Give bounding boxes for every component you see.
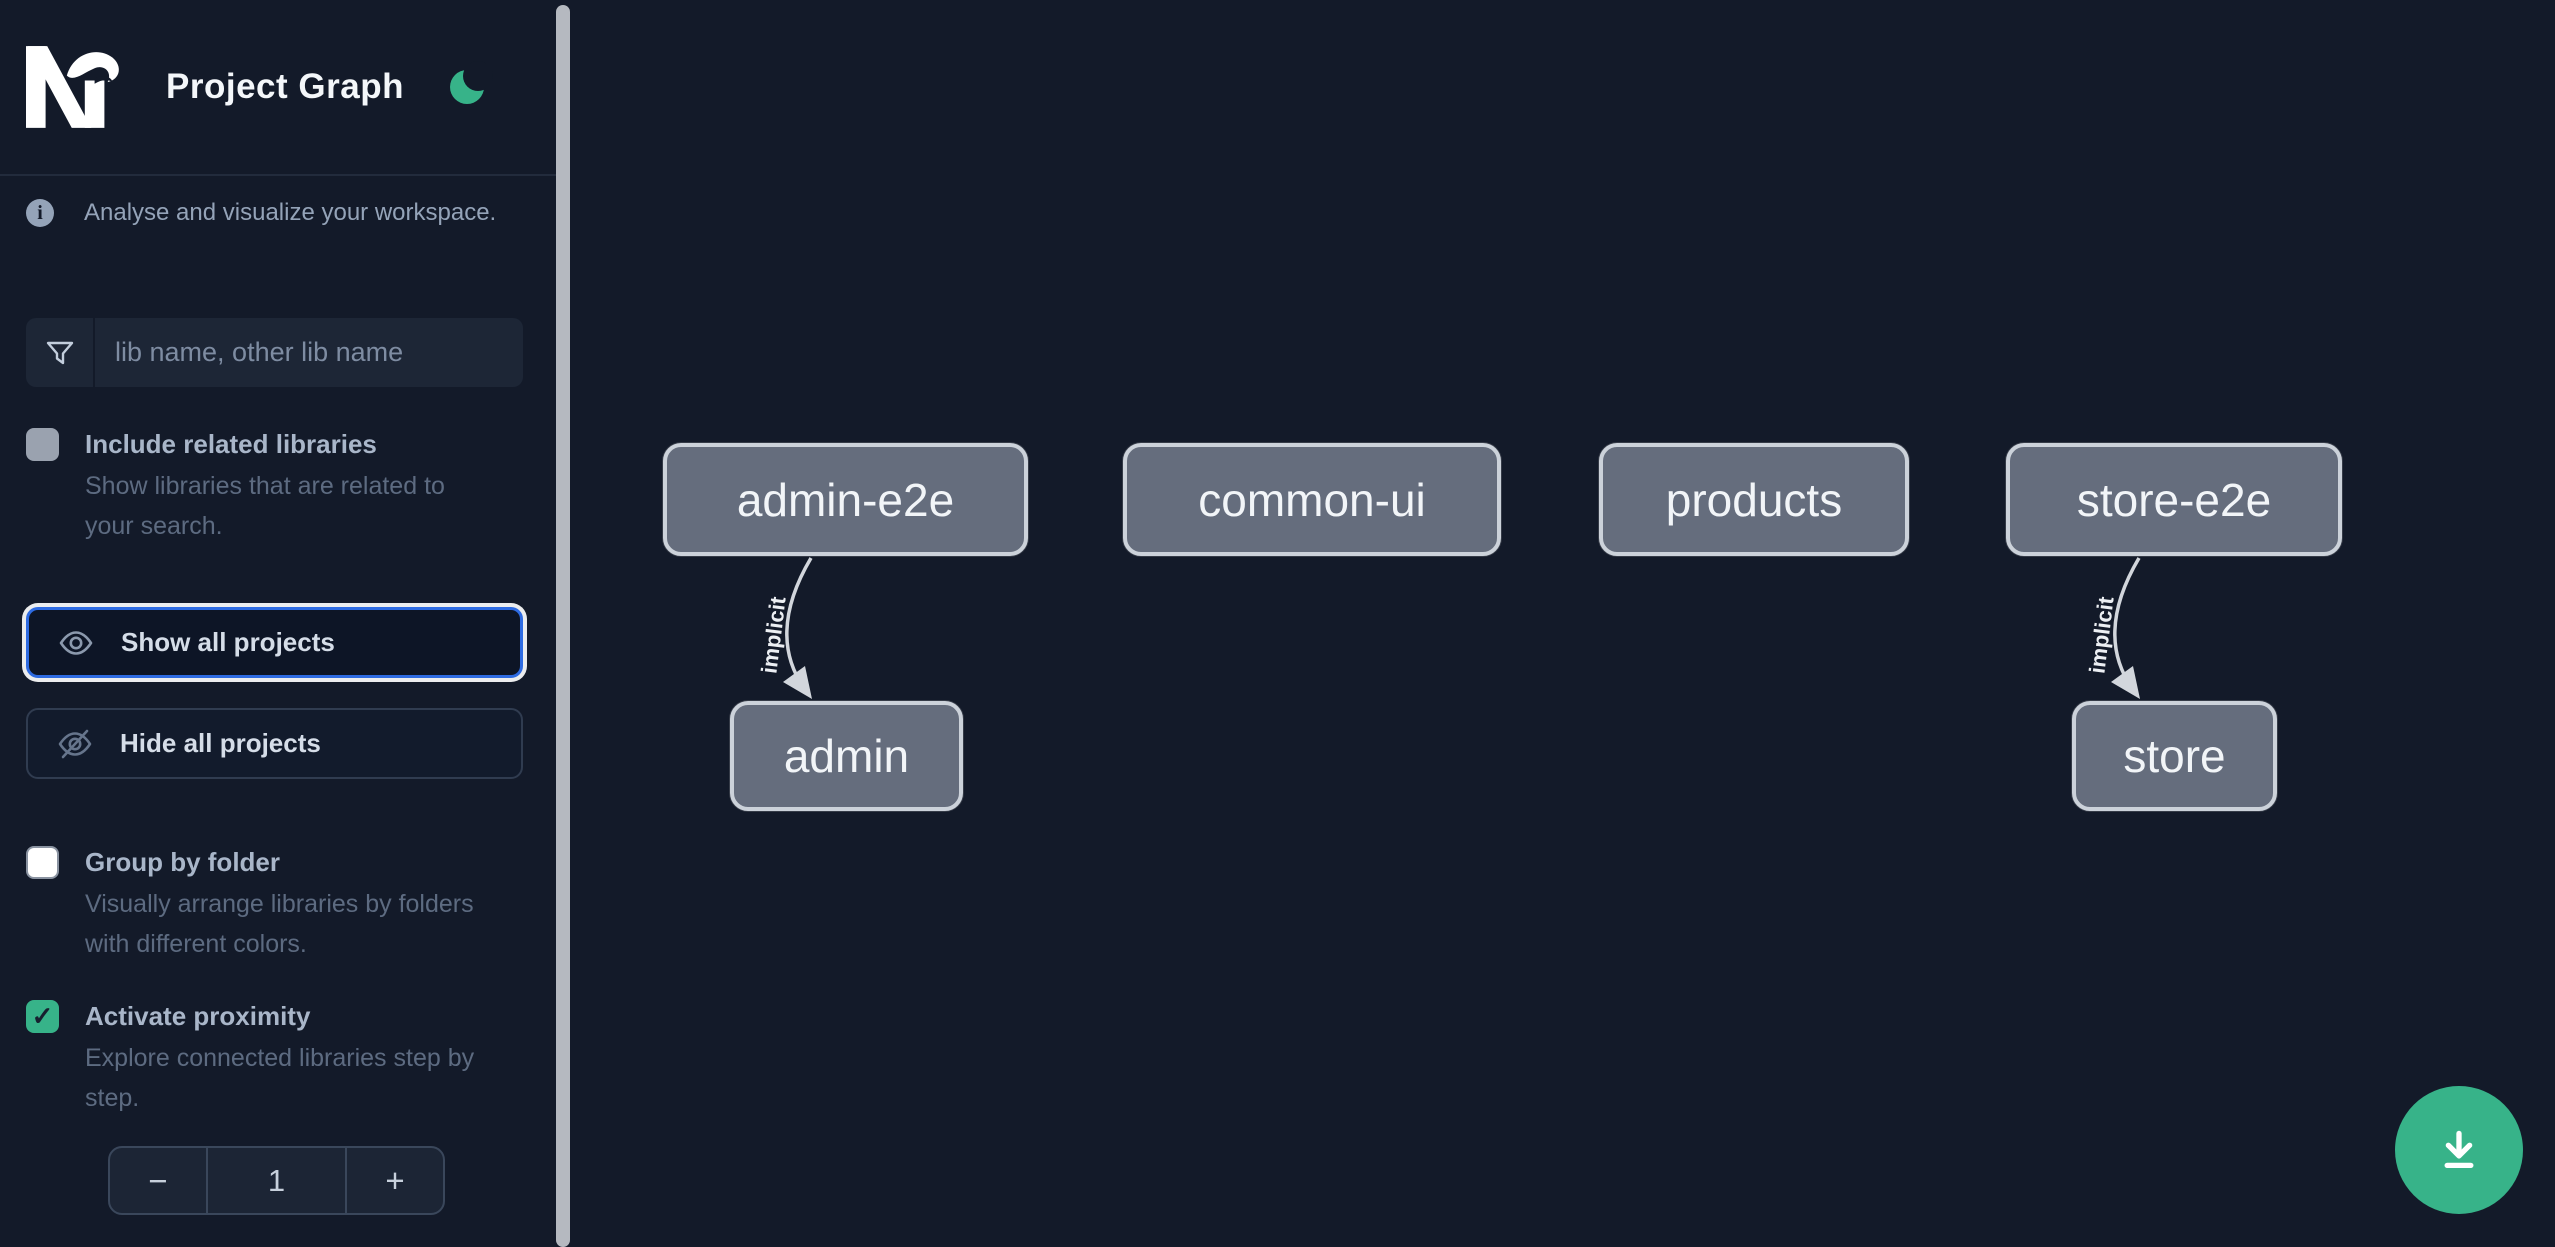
node-store[interactable]: store [2072, 701, 2277, 811]
activate-proximity-option: ✓ Activate proximity Explore connected l… [26, 998, 531, 1118]
group-by-folder-description: Visually arrange libraries by folders wi… [85, 890, 474, 958]
show-all-projects-label: Show all projects [121, 627, 335, 657]
library-filter-input[interactable] [95, 318, 523, 387]
graph-edges: implicit implicit [756, 557, 2141, 699]
edge-store-e2e-store: implicit [2084, 557, 2141, 699]
sidebar: Project Graph i Analyse and visualize yo… [0, 0, 557, 1247]
edge-label: implicit [756, 595, 790, 675]
activate-proximity-checkbox[interactable]: ✓ [26, 1000, 59, 1033]
theme-toggle-moon-icon[interactable] [449, 61, 493, 107]
graph-canvas[interactable]: implicit implicit admin-e2e common-ui pr… [570, 0, 2555, 1247]
sidebar-header: Project Graph [0, 0, 557, 176]
edge-admin-e2e-admin: implicit [756, 557, 813, 699]
download-graph-button[interactable] [2395, 1086, 2523, 1214]
node-admin[interactable]: admin [730, 701, 963, 811]
node-products[interactable]: products [1599, 443, 1909, 556]
nx-logo-icon [26, 46, 119, 128]
page-title: Project Graph [166, 67, 404, 106]
group-by-folder-option: Group by folder Visually arrange librari… [26, 844, 531, 964]
group-by-folder-checkbox[interactable] [26, 846, 59, 879]
proximity-increment-button[interactable]: + [345, 1148, 443, 1213]
eye-off-icon [58, 729, 92, 758]
include-related-checkbox[interactable] [26, 428, 59, 461]
activate-proximity-label: Activate proximity [85, 1001, 311, 1031]
sidebar-resize-handle[interactable] [556, 5, 570, 1247]
node-admin-e2e[interactable]: admin-e2e [663, 443, 1028, 556]
hide-all-projects-label: Hide all projects [120, 728, 321, 758]
edge-label: implicit [2084, 595, 2118, 675]
group-by-folder-label: Group by folder [85, 847, 280, 877]
workspace-tagline-row: i Analyse and visualize your workspace. [26, 199, 526, 227]
info-icon: i [26, 199, 54, 227]
proximity-depth-stepper: − 1 + [108, 1146, 445, 1215]
include-related-label: Include related libraries [85, 429, 377, 459]
include-related-description: Show libraries that are related to your … [85, 472, 445, 540]
proximity-decrement-button[interactable]: − [110, 1148, 208, 1213]
proximity-depth-value: 1 [267, 1162, 286, 1198]
activate-proximity-description: Explore connected libraries step by step… [85, 1044, 475, 1112]
include-related-option: Include related libraries Show libraries… [26, 426, 531, 546]
show-all-projects-button[interactable]: Show all projects [26, 607, 523, 678]
node-common-ui[interactable]: common-ui [1123, 443, 1501, 556]
node-store-e2e[interactable]: store-e2e [2006, 443, 2342, 556]
workspace-tagline: Analyse and visualize your workspace. [84, 199, 497, 226]
eye-icon [59, 630, 93, 655]
filter-funnel-icon [26, 318, 95, 387]
download-icon [2444, 1130, 2474, 1169]
hide-all-projects-button[interactable]: Hide all projects [26, 708, 523, 779]
moon-bite [462, 61, 493, 91]
library-filter-box [26, 318, 523, 387]
